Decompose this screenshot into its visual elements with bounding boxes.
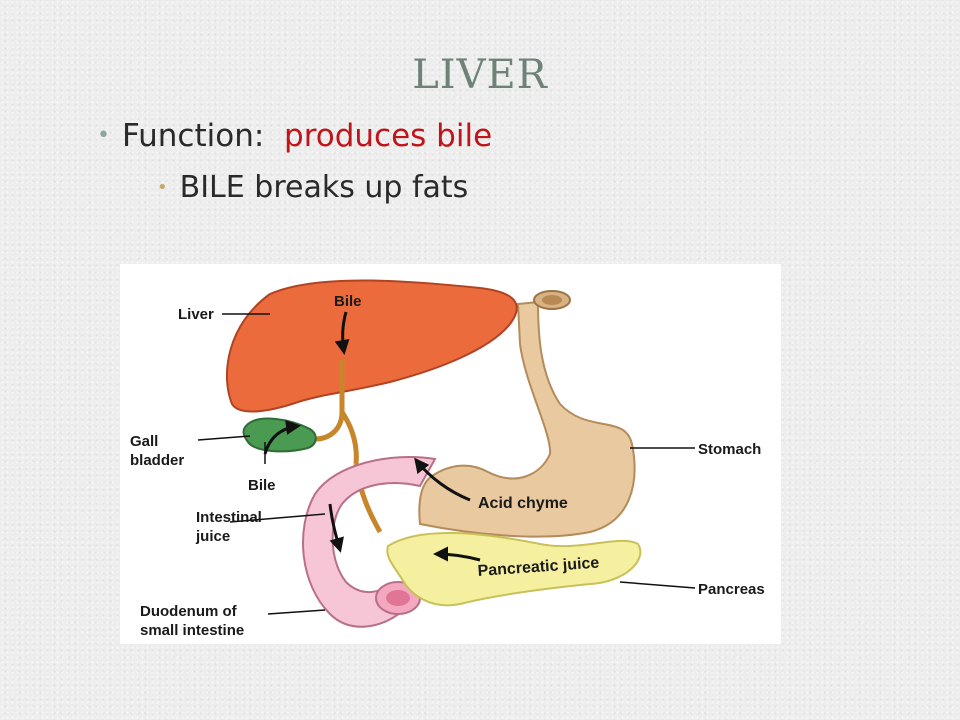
liver-shape: [225, 279, 518, 413]
bile-prefix: BILE: [179, 170, 245, 205]
label-juice: juice: [195, 528, 230, 545]
digestive-diagram: Liver Bile Gall bladder Bile Intestinal …: [120, 264, 781, 644]
label-bile-top: Bile: [334, 293, 362, 310]
sub-bullet-dot-icon: •: [157, 177, 168, 198]
bullet-function: • Function: produces bile: [97, 118, 492, 154]
stomach-shape: [418, 290, 636, 538]
label-gall: Gall: [130, 433, 158, 450]
digestive-illustration: Liver Bile Gall bladder Bile Intestinal …: [130, 279, 765, 639]
slide-title: LIVER: [412, 52, 548, 98]
function-value: produces bile: [284, 118, 493, 154]
gall-bladder-shape: [242, 417, 317, 453]
label-stomach: Stomach: [698, 441, 761, 458]
bile-rest: breaks up fats: [254, 170, 469, 205]
bullet-bile: • BILE breaks up fats: [157, 170, 468, 205]
pancreas-shape: [386, 531, 642, 607]
function-label: Function:: [121, 118, 265, 154]
leader-lines: [197, 313, 696, 615]
label-bile-bottom: Bile: [248, 477, 276, 494]
label-duodenum-1: Duodenum of: [140, 603, 238, 620]
label-acid-chyme: Acid chyme: [478, 495, 568, 512]
label-duodenum-2: small intestine: [140, 622, 244, 639]
label-pancreas: Pancreas: [698, 581, 765, 598]
label-bladder: bladder: [130, 452, 184, 469]
flow-arrows: [263, 311, 481, 562]
label-liver: Liver: [178, 306, 214, 323]
label-intestinal: Intestinal: [196, 509, 262, 526]
bullet-dot-icon: •: [97, 123, 110, 148]
